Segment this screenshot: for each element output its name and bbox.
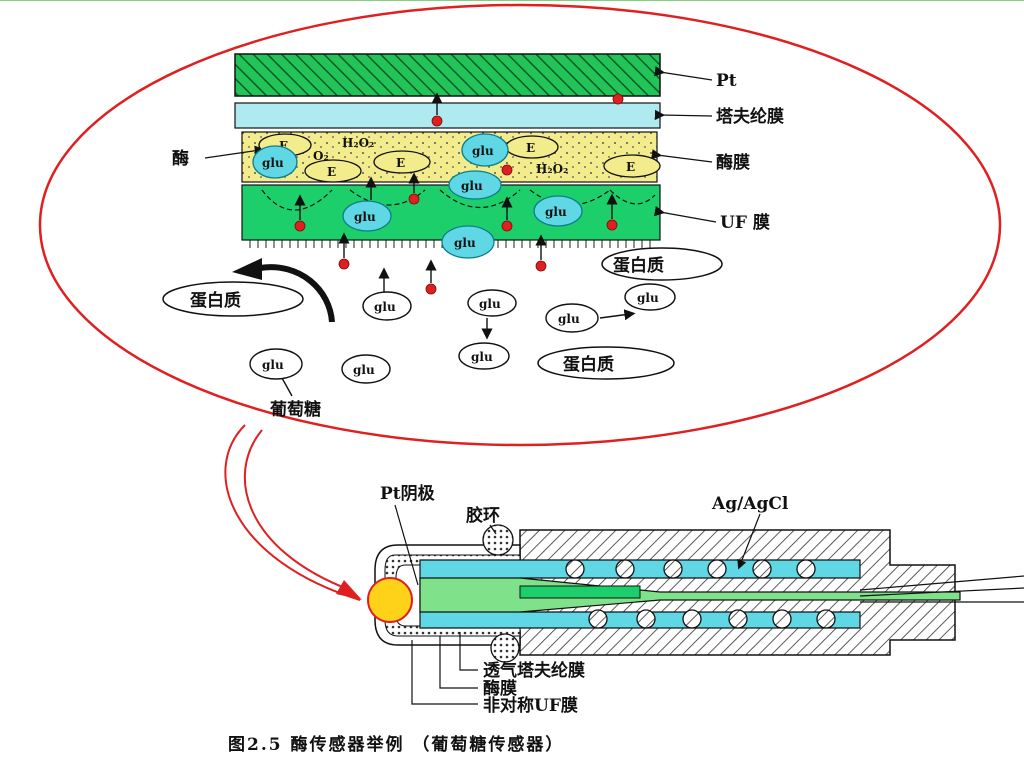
teflon-gas-label: 透气塔夫纶膜: [483, 660, 585, 681]
glu-2: [461, 133, 509, 167]
free-glu-4: [624, 283, 676, 311]
h2o2-text-2: H₂O₂: [536, 162, 568, 176]
flux-arrows: [281, 92, 636, 397]
o2-text: O₂: [313, 149, 329, 163]
callout-arrowhead: [336, 580, 362, 600]
pt-leader: [654, 66, 713, 81]
free-glu-6: [249, 348, 303, 380]
uf-leader: [653, 205, 717, 223]
enzyme-e-2-label: E: [396, 156, 405, 170]
rubber-ring-leader: [489, 524, 497, 535]
glu-5: [533, 195, 583, 227]
o2-dot-3: [501, 164, 513, 176]
glucose-label: 葡萄糖: [269, 399, 321, 420]
free-glu-7-label: glu: [353, 363, 375, 377]
zoom-callout: [38, 3, 1002, 447]
free-glu-7: [341, 354, 391, 384]
enzyme-e-3: [304, 159, 362, 183]
free-glu-4-label: glu: [637, 291, 659, 305]
enzyme-molecules: E E E E E: [258, 133, 661, 183]
electrode-label: Ag/AgCl: [711, 494, 789, 514]
reject-arrowhead: [232, 258, 262, 280]
free-glu-5-label: glu: [471, 350, 493, 364]
free-glucose: glu glu glu glu glu glu glu: [249, 283, 676, 384]
h2o2-text-1: H₂O₂: [342, 136, 374, 150]
sensor-body: [374, 524, 1024, 663]
glu-1: [252, 145, 298, 179]
o2-dot-9: [425, 283, 437, 295]
glu-6-label: glu: [454, 236, 476, 250]
pt-layer: [234, 53, 661, 97]
enzyme-e-5-label: E: [626, 160, 635, 174]
enzyme-e-3-label: E: [327, 165, 336, 179]
o2-dot-4: [408, 193, 420, 205]
teflon-leader: [654, 109, 713, 121]
teflon-layer: [234, 102, 661, 129]
free-glu-2-label: glu: [479, 297, 501, 311]
free-glu-5: [458, 342, 510, 370]
reject-arrow: [259, 264, 335, 323]
free-glu-6-label: glu: [262, 358, 284, 372]
teflon-label: 塔夫纶膜: [716, 106, 784, 127]
glu-4-label: glu: [354, 210, 376, 224]
protein-bottom-label: 蛋白质: [563, 354, 614, 375]
glu-3: [448, 170, 502, 200]
pt-cathode-label: Pt阴极: [380, 484, 435, 504]
o2-dot-2: [612, 93, 624, 105]
enzyme-e-5: [603, 154, 661, 178]
glucose-in-layers: glu glu glu glu glu glu: [252, 133, 583, 259]
enzyme-label: 酶: [172, 148, 189, 169]
enzyme-e-4-label: E: [526, 141, 535, 155]
free-glu-1: [362, 291, 412, 321]
glu-5-label: glu: [545, 205, 567, 219]
sensor-enzyme-label: 酶膜: [483, 678, 517, 699]
pt-cathode-leader: [394, 504, 419, 586]
protein-left-label: 蛋白质: [190, 290, 241, 311]
glu-3-label: glu: [461, 179, 483, 193]
enzyme-e-1-label: E: [279, 139, 288, 153]
protein-left: [162, 281, 304, 317]
callout-tail-outer: [224, 424, 361, 601]
enzyme-leader: [204, 145, 266, 159]
protein-right-top-label: 蛋白质: [613, 255, 664, 276]
o2-dot-1: [431, 115, 443, 127]
enzyme-membrane-label: 酶膜: [716, 152, 750, 173]
free-glu-3: [545, 303, 599, 333]
glu-1-label: glu: [262, 156, 284, 170]
rubber-ring-label: 胶环: [466, 505, 500, 526]
asym-uf-label: 非对称UF膜: [483, 695, 578, 716]
oxygen-molecules: [294, 93, 624, 295]
o2-dot-5: [294, 220, 306, 232]
glu-4: [342, 200, 392, 232]
membrane-leaders: [411, 632, 478, 705]
uf-label: UF 膜: [720, 212, 770, 233]
glu-6: [441, 225, 495, 259]
pt-label: Pt: [716, 71, 737, 91]
o2-dot-6: [501, 220, 513, 232]
o2-dot-8: [338, 258, 350, 270]
free-glu-1-label: glu: [374, 300, 396, 314]
free-glu-3-label: glu: [558, 312, 580, 326]
sensing-tip: [367, 577, 413, 623]
enzyme-e-2: [373, 150, 431, 174]
enzyme-membrane-leader: [651, 149, 713, 163]
o2-dot-7: [606, 219, 618, 231]
o2-dot-10: [535, 260, 547, 272]
protein-right-top: [601, 247, 723, 281]
protein-bottom: [537, 346, 675, 380]
free-glu-2: [467, 289, 517, 317]
electrode-leader: [737, 513, 761, 570]
callout-tail-inner: [243, 429, 351, 591]
glu-2-label: glu: [472, 144, 494, 158]
figure-caption: 图2.5 酶传感器举例 （葡萄糖传感器）: [228, 734, 564, 755]
